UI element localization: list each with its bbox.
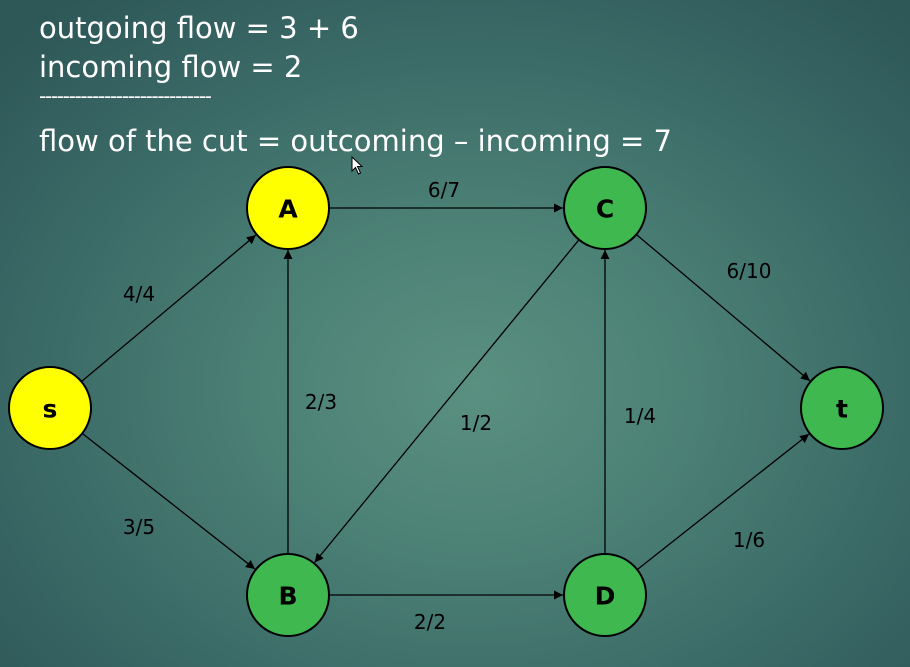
- edge-label-D-t: 1/6: [733, 528, 765, 552]
- node-D: D: [563, 553, 647, 637]
- edge-label-s-A: 4/4: [123, 282, 155, 306]
- node-circle-C: [563, 166, 647, 250]
- incoming-flow-text: incoming flow = 2: [39, 50, 303, 84]
- node-circle-D: [563, 553, 647, 637]
- edge-label-D-C: 1/4: [624, 404, 656, 428]
- edge-label-s-B: 3/5: [123, 515, 155, 539]
- node-B: B: [246, 553, 330, 637]
- node-label-D: D: [595, 582, 616, 611]
- mouse-cursor-icon: [351, 156, 364, 175]
- edge-D-t: [636, 433, 810, 571]
- separator-line: -----------------------------: [39, 84, 212, 108]
- node-label-A: A: [278, 195, 298, 224]
- node-circle-s: [8, 366, 92, 450]
- edge-C-t: [635, 233, 811, 382]
- edge-s-B: [81, 432, 256, 570]
- node-C: C: [563, 166, 647, 250]
- node-label-t: t: [836, 395, 848, 424]
- node-A: A: [246, 166, 330, 250]
- edge-label-B-A: 2/3: [305, 390, 337, 414]
- edge-label-B-D: 2/2: [414, 610, 446, 634]
- node-circle-t: [800, 366, 884, 450]
- node-circle-A: [246, 166, 330, 250]
- edge-label-C-t: 6/10: [727, 259, 772, 283]
- node-s: s: [8, 366, 92, 450]
- node-t: t: [800, 366, 884, 450]
- cut-flow-text: flow of the cut = outcoming – incoming =…: [39, 124, 672, 158]
- edge-label-A-C: 6/7: [428, 178, 460, 202]
- node-circle-B: [246, 553, 330, 637]
- node-label-s: s: [43, 395, 58, 424]
- edge-C-B: [314, 239, 580, 563]
- edge-label-C-B: 1/2: [460, 411, 492, 435]
- edge-s-A: [80, 234, 257, 383]
- node-label-C: C: [596, 195, 614, 224]
- node-label-B: B: [278, 582, 297, 611]
- outgoing-flow-text: outgoing flow = 3 + 6: [39, 11, 359, 45]
